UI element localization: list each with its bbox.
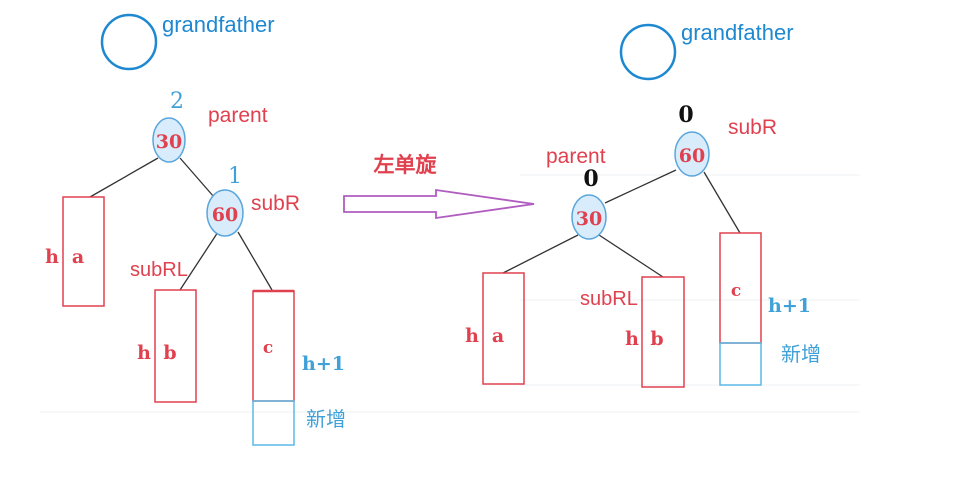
left-tree: grandfather 30 2 parent 60 1 subR subRL … [45,12,346,446]
right-subtree-a [482,272,525,385]
right-subR-value: 60 [679,145,705,167]
right-parent-node [571,194,607,240]
right-subtree-a-height: h [465,325,479,347]
edge-30-a [502,234,579,274]
right-subR-balance: 0 [678,102,693,128]
left-subtree-c-height: h+1 [302,353,345,375]
left-subtree-a-height: h [45,246,59,268]
left-subtree-b [154,289,197,403]
left-subtree-a [62,196,105,307]
left-subtree-c [252,290,295,402]
right-arrow-icon [343,188,535,220]
left-subR-value: 60 [212,204,238,226]
right-new-node-label: 新增 [781,343,821,366]
right-grandfather-node [619,23,677,81]
right-subtree-b-height: h [625,328,639,350]
right-subtree-c-height: h+1 [768,295,811,317]
left-subtree-c-name: c [263,338,273,358]
edge-30-60 [179,157,215,198]
right-subR-label: subR [728,116,777,139]
right-subtree-b [641,276,685,388]
left-grandfather-node [100,13,158,71]
right-parent-balance: 0 [583,166,598,192]
right-subtree-b-name: b [650,328,663,350]
edge-60-c [237,231,273,291]
edge-60-30 [604,169,677,204]
right-parent-label: parent [546,145,606,168]
right-subRL-label: subRL [580,288,638,310]
left-new-node-label: 新增 [306,408,346,431]
right-tree: grandfather 60 0 subR 30 0 parent a h b … [465,20,821,388]
left-parent-value: 30 [156,131,182,153]
right-grandfather-label: grandfather [681,20,794,45]
left-parent-balance: 2 [170,89,184,114]
edge-60-b [179,231,219,291]
right-parent-value: 30 [576,208,602,230]
left-subtree-a-name: a [72,246,84,268]
edge-30-b [598,234,664,278]
left-grandfather-label: grandfather [162,12,275,37]
right-new-node-box [719,342,762,386]
right-subR-node [674,131,710,177]
edge-60-c [703,171,741,234]
left-subR-node [206,189,244,237]
left-subtree-b-height: h [137,342,151,364]
left-subtree-b-name: b [163,342,176,364]
left-parent-node [152,117,186,163]
left-subRL-label: subRL [130,259,188,281]
rotation-arrow: 左单旋 [343,152,535,220]
left-parent-label: parent [208,104,268,127]
operation-label: 左单旋 [374,152,438,177]
right-subtree-a-name: a [492,325,504,347]
right-subtree-c-name: c [731,281,741,301]
edge-30-a [89,157,159,198]
left-subR-balance: 1 [228,164,242,189]
left-subR-label: subR [251,192,300,215]
left-new-node-box [252,400,295,446]
